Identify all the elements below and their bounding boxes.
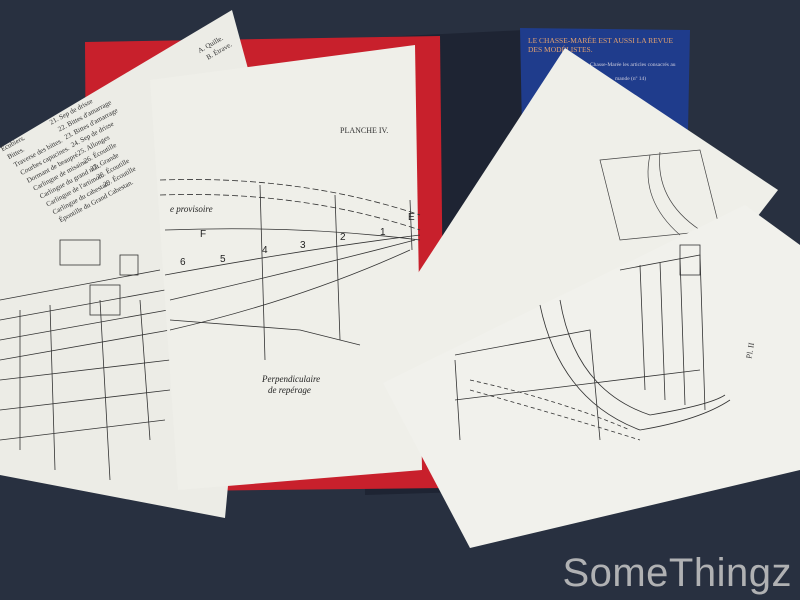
line-label: 5	[220, 254, 226, 265]
plate-ii-title: Pl. II	[744, 342, 756, 360]
stern-drawing	[454, 244, 731, 441]
line-label: 2	[340, 232, 346, 243]
line-label: 1	[380, 227, 386, 238]
line-label: 4	[262, 245, 268, 256]
watermark-logo: SomeThingz	[562, 551, 792, 595]
line-label: 6	[180, 257, 186, 268]
card-title: LE CHASSE-MARÉE EST AUSSI LA REVUE	[528, 35, 674, 45]
card-body: Chasse-Marée les articles consacrés au	[590, 62, 676, 68]
line-label: E	[408, 212, 415, 223]
perpendicular-label-2: de repérage	[268, 385, 311, 395]
provisoire-label: e provisoire	[170, 204, 213, 214]
card-title-2: DES MODÉLISTES.	[528, 44, 593, 54]
perpendicular-label: Perpendiculaire	[261, 374, 320, 384]
line-label: 3	[300, 240, 306, 251]
plate-iv-sheet: PLANCHE IV. e provisoire F 6 5 4 3 2 1 E…	[150, 45, 422, 490]
plate-ii-sheet: Pl. II	[383, 205, 800, 548]
card-body-2: mande (nº 14)	[615, 75, 646, 82]
plate-iv-title: PLANCHE IV.	[340, 126, 388, 135]
hull-section-drawing	[0, 239, 171, 481]
hull-lines-drawing	[159, 179, 421, 361]
line-label: F	[200, 229, 206, 240]
